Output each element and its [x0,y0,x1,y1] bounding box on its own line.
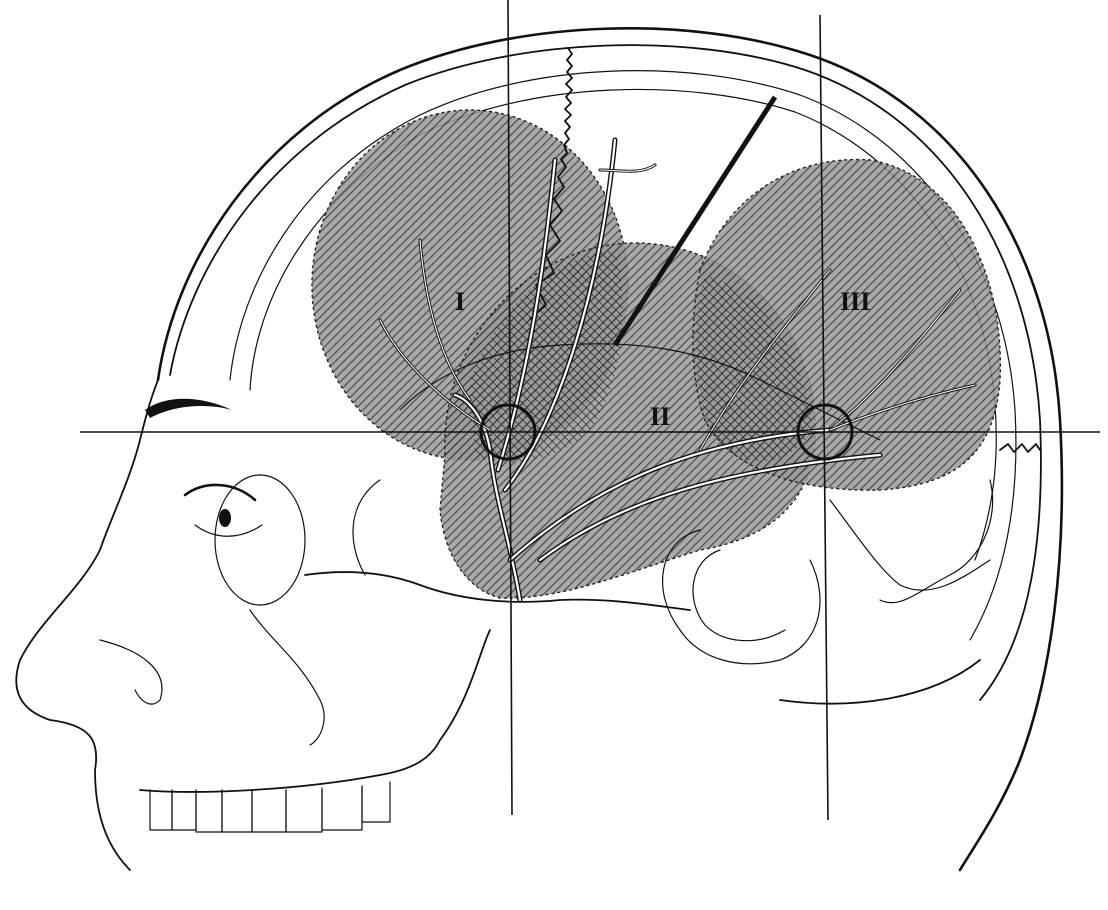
maxilla-outline [250,610,324,745]
orbit-outline [215,475,305,605]
eye-iris [219,509,231,527]
occipital-suture [880,480,993,603]
eyebrow [145,399,232,418]
eye-upper-lid [185,485,255,500]
zone-2-label: II [650,402,670,431]
ear-helix [693,550,785,641]
lambdoid-suture [1000,444,1040,452]
zone-1-label: I [455,287,465,316]
zone-3-label: III [840,287,870,316]
mandible-outline [140,630,490,792]
temporal-bone-outline [830,500,990,590]
sphenoid-outline [353,480,380,575]
face-profile [16,380,158,870]
occipital-curve [780,660,980,704]
nose-outline [100,640,162,704]
eye-lower-lid [195,525,262,536]
